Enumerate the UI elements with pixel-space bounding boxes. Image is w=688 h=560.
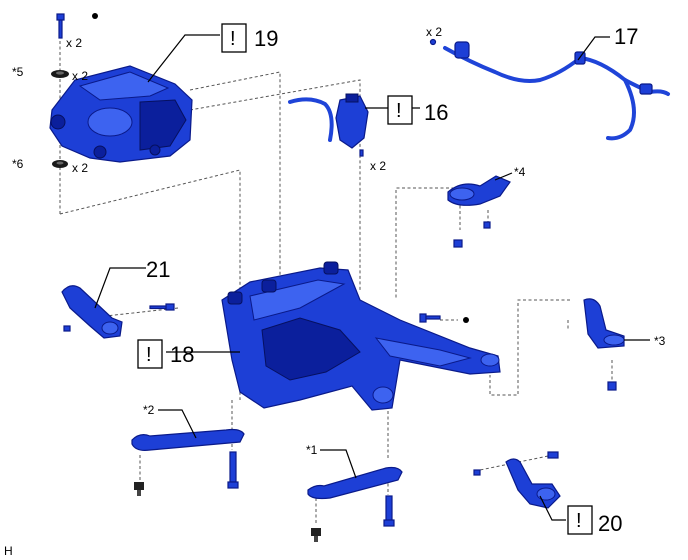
callout-p1: *1 <box>306 443 318 457</box>
warning-glyph: ! <box>576 510 582 532</box>
bolt-center <box>419 313 441 323</box>
nut-1 <box>311 528 321 542</box>
dot-marker <box>92 13 98 19</box>
qty-washer-5: x 2 <box>72 69 88 83</box>
callout-p3: *3 <box>654 334 666 348</box>
part-20-link <box>473 451 561 509</box>
part-17-wire-harness <box>429 38 670 141</box>
qty-harness: x 2 <box>426 25 442 39</box>
callout-20: 20 <box>598 511 622 536</box>
part-1-lower-arm <box>307 466 403 542</box>
qty-part16: x 2 <box>370 159 386 173</box>
callout-p2: *2 <box>143 403 155 417</box>
part-21-arm <box>61 285 175 339</box>
warning-glyph: ! <box>396 100 402 122</box>
qty-washer-6: x 2 <box>72 161 88 175</box>
washer-5 <box>51 70 69 78</box>
callout-17: 17 <box>614 24 638 49</box>
warning-glyph: ! <box>230 28 236 50</box>
warning-18: ! <box>137 339 163 369</box>
part-4-mount <box>447 175 511 248</box>
part-19-motor-unit <box>49 65 193 163</box>
part-2-lower-arm <box>131 428 245 496</box>
callout-p4: *4 <box>514 165 526 179</box>
part-16-bracket <box>288 93 369 157</box>
corner-mark: H <box>4 544 13 558</box>
callout-16: 16 <box>424 100 448 125</box>
part-3-bracket <box>583 298 625 391</box>
nut-2 <box>134 482 144 496</box>
washer-6 <box>52 160 68 168</box>
labels: x 2 x 2 x 2 x 2 x 2 *5 *6 *4 *3 *2 *1 H … <box>4 24 666 558</box>
callout-p5: *5 <box>12 65 24 79</box>
callout-21: 21 <box>146 257 170 282</box>
dot-marker-2 <box>463 317 469 323</box>
bolt-top <box>56 13 65 39</box>
warning-19: ! <box>221 23 247 53</box>
warning-glyph: ! <box>146 344 152 366</box>
callout-p6: *6 <box>12 157 24 171</box>
warning-16: ! <box>387 95 413 125</box>
callout-18: 18 <box>170 342 194 367</box>
warning-20: ! <box>567 505 593 535</box>
callout-19: 19 <box>254 26 278 51</box>
qty-bolt-top: x 2 <box>66 36 82 50</box>
part-18-subframe <box>221 261 501 411</box>
